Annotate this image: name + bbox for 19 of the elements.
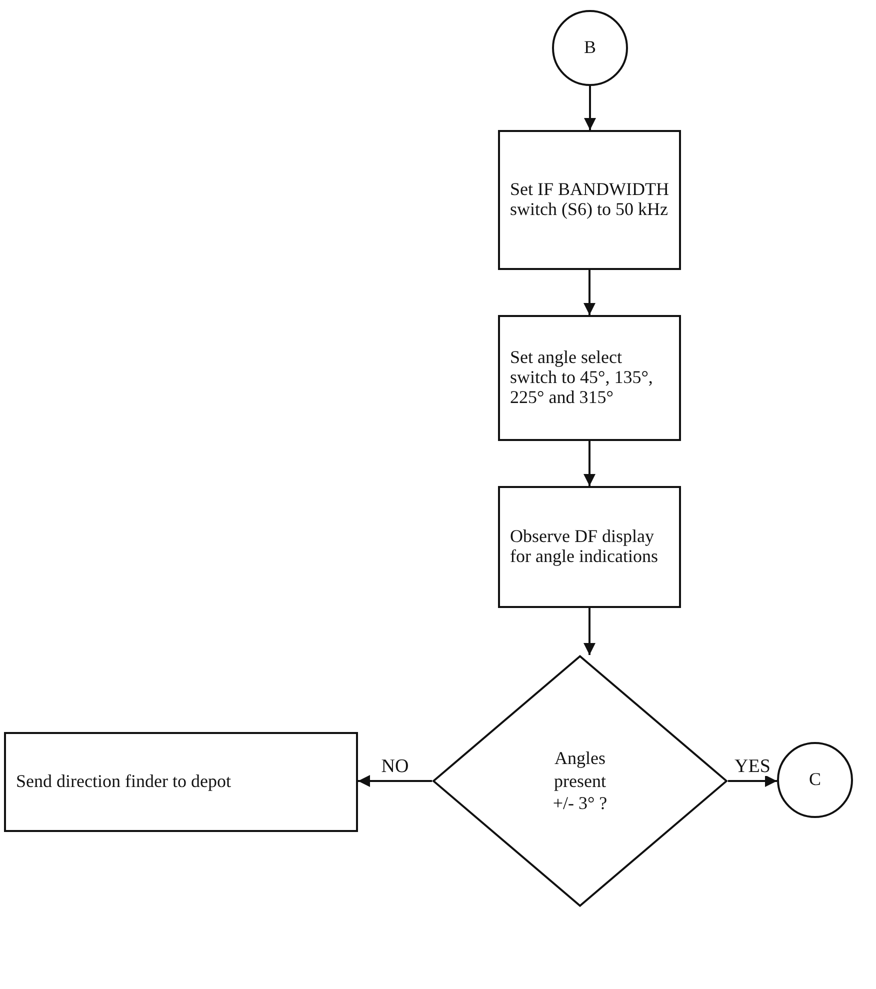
arrow	[358, 775, 432, 787]
step-text: Set angle select switch to 45°, 135°, 225° and 315°	[510, 348, 654, 408]
connector-letter: B	[584, 38, 596, 58]
step-text: Send direction finder to depot	[16, 772, 231, 792]
arrow	[584, 608, 596, 655]
edge-label: YES	[732, 757, 772, 776]
arrow	[584, 86, 596, 130]
connector-letter: C	[808, 770, 821, 790]
process-box	[498, 130, 681, 270]
decision-diamond	[432, 655, 728, 907]
step-text: Observe DF display for angle indications	[510, 527, 659, 567]
step-text: Set IF BANDWIDTH switch (S6) to 50 kHz	[510, 180, 670, 220]
step-text: Angles present +/- 3° ?	[552, 747, 608, 815]
process-box	[498, 315, 681, 441]
arrow	[584, 270, 596, 315]
arrow	[728, 775, 777, 787]
arrow	[584, 441, 596, 486]
process-box	[4, 732, 358, 832]
process-box	[498, 486, 681, 608]
